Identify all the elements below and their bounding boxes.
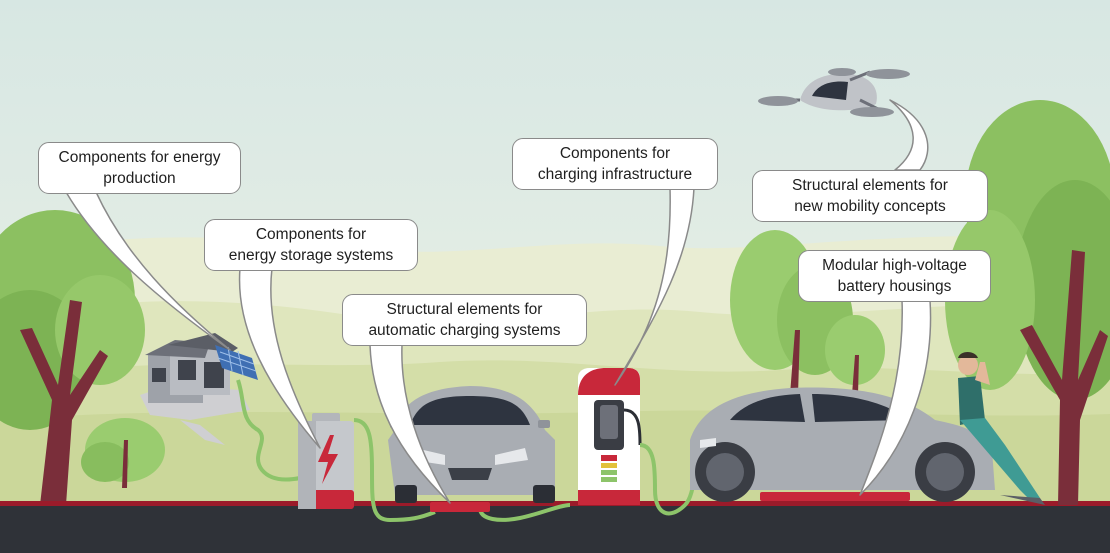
pointer-energy-production: [65, 191, 231, 351]
cable-pad-return: [478, 503, 571, 522]
callout-energy-storage: Components for energy storage systems: [204, 219, 418, 271]
pointer-new-mobility: [889, 99, 929, 171]
callout-energy-production-line-1: Components for energy: [58, 149, 221, 166]
callout-new-mobility: Structural elements for new mobility con…: [752, 170, 988, 222]
callout-automatic-charging-line-1: Structural elements for: [386, 301, 543, 318]
charging-station-icon: [578, 368, 642, 505]
callout-energy-production: Components for energy production: [38, 142, 241, 194]
cable-battery-pad: [353, 418, 436, 523]
callout-energy-storage-line-2: energy storage systems: [228, 247, 394, 264]
callout-battery-housings: Modular high-voltage battery housings: [798, 250, 991, 302]
callout-battery-housings-line-1: Modular high-voltage: [822, 257, 967, 274]
concept-car-icon: [690, 387, 995, 502]
road-edge: [0, 501, 1110, 506]
air-taxi-drone-icon: [758, 68, 910, 117]
callout-new-mobility-line-1: Structural elements for: [792, 177, 948, 194]
callout-charging-infrastructure-line-2: charging infrastructure: [537, 166, 693, 183]
callout-charging-infrastructure-line-1: Components for: [559, 145, 671, 162]
automatic-charging-pad: [430, 502, 490, 512]
tree-icon-right: [945, 100, 1110, 505]
battery-icon: [298, 413, 354, 509]
bush-left: [81, 418, 165, 488]
pointer-automatic-charging: [369, 344, 451, 504]
pointer-energy-storage: [238, 267, 321, 449]
battery-housing-plate: [760, 492, 910, 501]
solar-panel-icon: [215, 345, 258, 380]
pointer-battery-housings: [859, 299, 932, 496]
callout-charging-infrastructure: Components for charging infrastructure: [512, 138, 718, 190]
callout-pointers: [65, 99, 932, 504]
callout-energy-storage-line-1: Components for: [255, 226, 367, 243]
callout-energy-production-line-2: production: [103, 170, 176, 187]
road: [0, 505, 1110, 553]
callout-automatic-charging-line-2: automatic charging systems: [368, 322, 561, 339]
callout-new-mobility-line-2: new mobility concepts: [794, 198, 946, 215]
tree-icon-left: [0, 210, 145, 505]
cable-house-battery: [236, 379, 301, 482]
person-icon: [958, 352, 1045, 505]
pointer-charging-infrastructure: [614, 187, 695, 386]
callout-battery-housings-line-2: battery housings: [837, 278, 952, 295]
callout-automatic-charging: Structural elements for automatic chargi…: [342, 294, 587, 346]
